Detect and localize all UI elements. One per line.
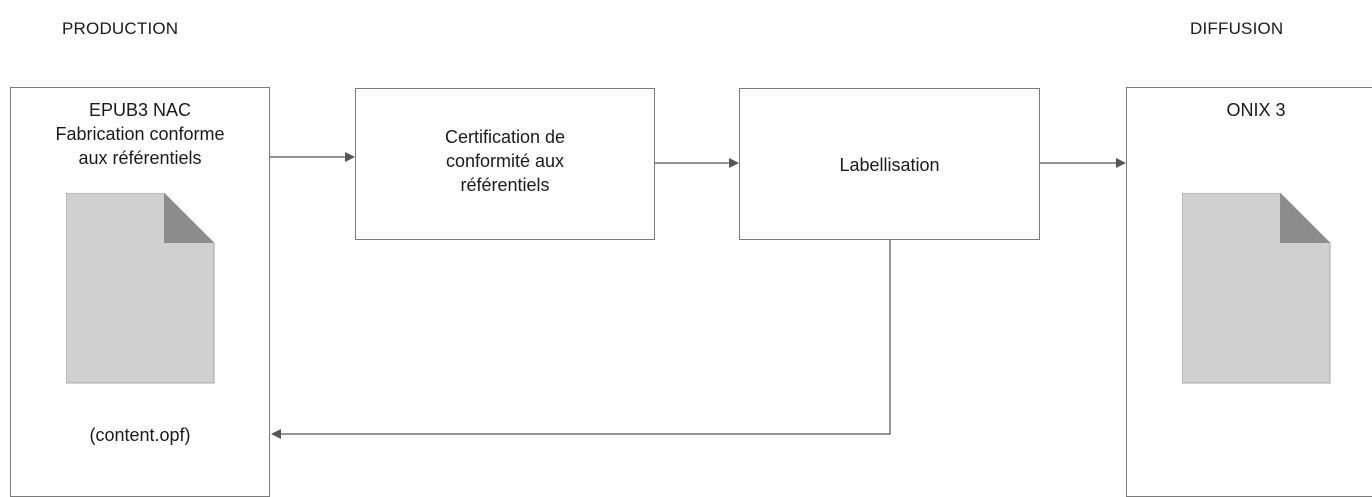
certification-line2: conformité aux xyxy=(445,151,565,171)
document-icon xyxy=(66,193,215,384)
arrowhead-labellisation xyxy=(729,158,739,168)
arrowhead-epub xyxy=(271,429,281,439)
arrowhead-certification xyxy=(345,152,355,162)
onix3-title: ONIX 3 xyxy=(1226,100,1286,120)
certification-box: Certification de conformité aux référent… xyxy=(355,88,655,240)
epub3-nac-line3: aux référentiels xyxy=(78,148,202,168)
epub3-nac-box: EPUB3 NAC Fabrication conforme aux référ… xyxy=(10,87,270,497)
content-opf-label: (content.opf) xyxy=(89,425,191,445)
labellisation-text: Labellisation xyxy=(839,155,940,175)
epub3-nac-line2: Fabrication conforme xyxy=(55,124,225,144)
production-heading: PRODUCTION xyxy=(62,19,179,38)
arrowhead-onix xyxy=(1116,158,1126,168)
labellisation-box: Labellisation xyxy=(739,88,1040,240)
certification-text: Certification de conformité aux référent… xyxy=(356,125,654,197)
document-icon xyxy=(1182,193,1331,384)
certification-line1: Certification de xyxy=(444,127,566,147)
epub3-nac-title: EPUB3 NAC Fabrication conforme aux référ… xyxy=(11,98,269,170)
connectors xyxy=(270,152,1126,439)
arrow-labellisation-to-epub xyxy=(281,240,891,435)
epub3-nac-line1: EPUB3 NAC xyxy=(88,100,192,120)
certification-line3: référentiels xyxy=(460,175,550,195)
diffusion-heading: DIFFUSION xyxy=(1190,19,1284,38)
